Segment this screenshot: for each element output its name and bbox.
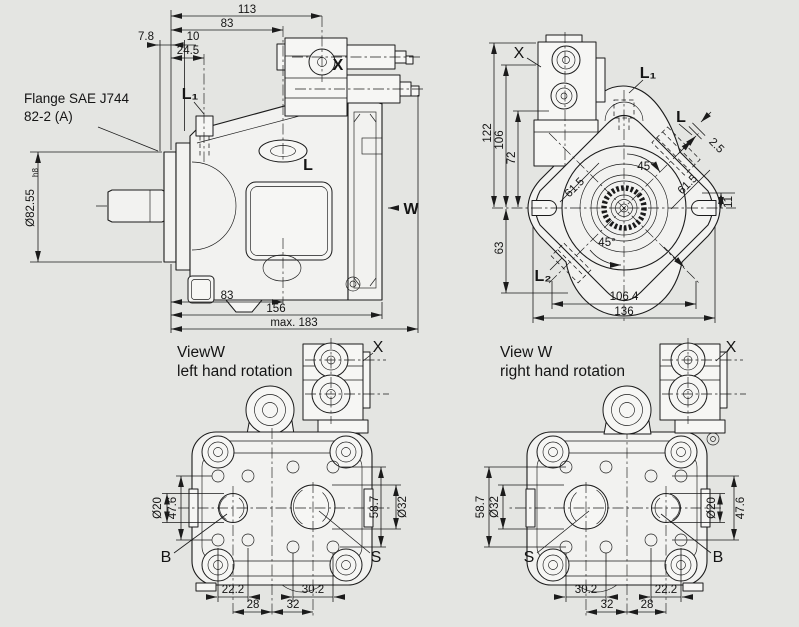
mounting-flange (175, 142, 191, 271)
view-w-right-subtitle: right hand rotation (500, 363, 625, 380)
port-label-s: S (524, 549, 535, 566)
dim-dia20: Ø20 (706, 497, 718, 519)
view-w-arrow-label: W (403, 201, 419, 218)
view-w-left-dimensions (162, 352, 401, 615)
dim-max-183: max. 183 (270, 317, 317, 329)
dim-2-5: 2.5 (706, 136, 726, 156)
dim-32: 32 (601, 599, 614, 611)
dim-113: 113 (238, 4, 256, 16)
dim-122: 122 (482, 123, 494, 142)
dim-shaft-fit: h8 (31, 168, 40, 177)
dim-45-upper: 45° (637, 161, 654, 173)
dim-47-6: 47.6 (167, 497, 179, 519)
port-label-l: L (303, 157, 313, 174)
drive-shaft (107, 189, 167, 223)
dim-63: 63 (494, 242, 506, 255)
dim-136: 136 (614, 306, 633, 318)
dim-30-2: 30.2 (575, 584, 597, 596)
dim-22-2: 22.2 (655, 584, 677, 596)
dim-24-5: 24.5 (177, 45, 199, 57)
view-w-left-title: ViewW (177, 344, 225, 361)
port-label-l1: L₁ (182, 86, 199, 103)
control-valve-block (284, 37, 348, 117)
port-label-l1: L₁ (640, 65, 657, 82)
flange-pilot (163, 151, 177, 263)
flange-note-line1: Flange SAE J744 (24, 91, 130, 106)
dim-47-6: 47.6 (735, 497, 747, 519)
view-w-left: ViewW left hand rotation X Ø20 47.6 58.7… (152, 337, 409, 617)
view-w-left-subtitle: left hand rotation (177, 363, 292, 380)
port-end-cap (347, 99, 383, 301)
flange-note-line2: 82-2 (A) (24, 109, 73, 124)
dim-dia20: Ø20 (152, 497, 164, 519)
dim-106-4: 106.4 (610, 291, 639, 303)
dim-58-7: 58.7 (369, 496, 381, 518)
dim-106: 106 (494, 130, 506, 149)
port-label-l: L (676, 109, 686, 126)
dim-45-lower: 45° (598, 237, 615, 249)
port-label-x: X (333, 57, 344, 74)
dim-28: 28 (641, 599, 654, 611)
dim-72: 72 (506, 152, 518, 165)
dim-11: 11 (723, 196, 735, 208)
port-label-x: X (373, 339, 384, 356)
dim-dia32: Ø32 (397, 496, 409, 518)
front-view: X L₁ L L₂ 61.5 61.5 45° 45° 2.5 11 122 1… (482, 32, 736, 324)
dim-dia32: Ø32 (489, 496, 501, 518)
dim-83-bottom: 83 (221, 290, 234, 302)
side-view-dimensions (30, 10, 419, 333)
port-label-l2: L₂ (535, 268, 552, 285)
side-view: 113 83 7.8 10 24.5 Ø82.55 h8 Flange SAE … (24, 4, 424, 333)
front-view-dimensions (489, 42, 735, 323)
dim-156: 156 (266, 303, 285, 315)
mounting-slot-right (691, 200, 717, 216)
dim-22-2: 22.2 (222, 584, 244, 596)
dim-shaft-diameter: Ø82.55 (25, 189, 37, 227)
dim-83-top: 83 (221, 18, 234, 30)
view-w-right-title: View W (500, 344, 553, 361)
dim-10: 10 (187, 31, 200, 43)
dim-7-8: 7.8 (138, 31, 154, 43)
port-label-x: X (726, 339, 737, 356)
port-label-x: X (514, 45, 525, 62)
port-l1-boss (195, 115, 214, 137)
port-label-b: B (161, 549, 172, 566)
port-label-s: S (371, 549, 382, 566)
dim-58-7: 58.7 (475, 496, 487, 518)
dim-28: 28 (247, 599, 260, 611)
view-w-right: View W right hand rotation X 58.7 Ø32 Ø2… (475, 337, 747, 617)
mounting-slot-left (531, 200, 557, 216)
port-label-b: B (713, 549, 724, 566)
dim-30-2: 30.2 (302, 584, 324, 596)
view-w-right-dimensions (484, 351, 739, 615)
dim-32: 32 (287, 599, 300, 611)
